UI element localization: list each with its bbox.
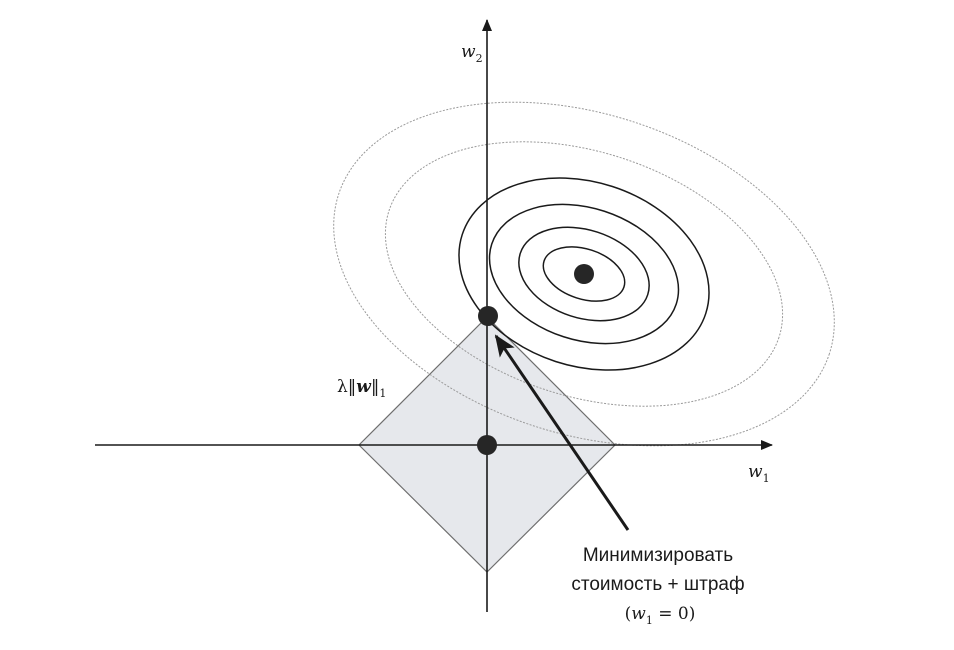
y-axis-label: w2 (461, 42, 483, 65)
norm-lambda: λ (337, 377, 348, 397)
y-axis-label-sub: 2 (476, 52, 483, 65)
eq-open: ( (625, 604, 632, 624)
l1-norm-label: λ‖w‖1 (337, 377, 386, 400)
y-axis-label-main: w (461, 42, 476, 62)
annotation-line-1: Минимизировать (583, 545, 733, 566)
solution-pointer-arrow (494, 334, 630, 531)
x-axis-label-sub: 1 (763, 472, 770, 485)
unconstrained-minimum-point (574, 264, 594, 284)
origin-point (477, 435, 497, 455)
light-contour-group (333, 101, 835, 447)
annotation-equation: (w1 = 0) (625, 604, 696, 627)
dark-contour-group (458, 177, 710, 371)
x-axis-label-main: w (748, 462, 763, 482)
eq-rest: = 0) (653, 604, 696, 624)
annotation-line-2: стоимость + штраф (571, 574, 744, 595)
regularized-solution-point (478, 306, 498, 326)
eq-sub: 1 (646, 614, 653, 627)
eq-w: w (631, 604, 646, 624)
dark-contour-3 (518, 226, 650, 322)
light-contour-2 (384, 141, 784, 407)
dark-contour-2 (488, 203, 680, 345)
x-axis-label: w1 (748, 462, 770, 485)
norm-bars-right: ‖ (371, 377, 380, 397)
norm-w: w (356, 377, 372, 397)
dark-contour-4 (542, 246, 626, 302)
norm-sub: 1 (379, 387, 386, 400)
dark-contour-1 (458, 177, 710, 371)
norm-bars-left: ‖ (348, 377, 357, 397)
light-contour-1 (333, 101, 835, 447)
